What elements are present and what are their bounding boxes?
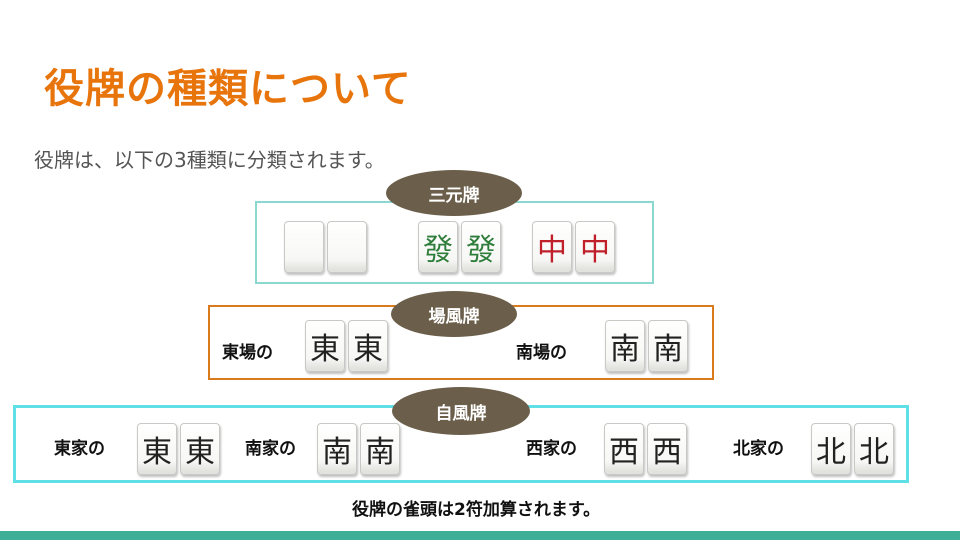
hatsu-tiles: 發 發: [418, 221, 504, 273]
jikaze-west-tiles: 西 西: [604, 423, 690, 475]
hatsu-tile: 發: [461, 221, 501, 273]
south-tile: 南: [605, 320, 645, 372]
jikaze-caption-east: 東家の: [54, 439, 105, 459]
bakaze-caption-south: 南場の: [516, 343, 567, 363]
north-tile: 北: [854, 423, 894, 475]
footer-bar: [0, 531, 960, 540]
haku-tile: [327, 221, 367, 273]
east-tile: 東: [180, 423, 220, 475]
page-title: 役牌の種類について: [44, 66, 412, 112]
bakaze-caption-east: 東場の: [222, 343, 273, 363]
south-tile: 南: [360, 423, 400, 475]
hatsu-tile: 發: [418, 221, 458, 273]
jikaze-north-tiles: 北 北: [811, 423, 897, 475]
jikaze-caption-north: 北家の: [733, 439, 784, 459]
east-tile: 東: [348, 320, 388, 372]
west-tile: 西: [604, 423, 644, 475]
chun-tile: 中: [575, 221, 615, 273]
jikaze-label: 自風牌: [392, 387, 530, 435]
jikaze-caption-west: 西家の: [526, 439, 577, 459]
west-tile: 西: [647, 423, 687, 475]
jikaze-south-tiles: 南 南: [317, 423, 403, 475]
east-tile: 東: [305, 320, 345, 372]
south-tile: 南: [317, 423, 357, 475]
jantou-note: 役牌の雀頭は2符加算されます。: [352, 500, 601, 520]
bakaze-south-tiles: 南 南: [605, 320, 691, 372]
chun-tiles: 中 中: [532, 221, 618, 273]
sangenpai-label: 三元牌: [386, 170, 522, 216]
north-tile: 北: [811, 423, 851, 475]
bakaze-east-tiles: 東 東: [305, 320, 391, 372]
page-subtitle: 役牌は、以下の3種類に分類されます。: [34, 148, 385, 172]
haku-tiles: [284, 221, 370, 273]
haku-tile: [284, 221, 324, 273]
east-tile: 東: [137, 423, 177, 475]
south-tile: 南: [648, 320, 688, 372]
bakaze-label: 場風牌: [391, 291, 517, 337]
chun-tile: 中: [532, 221, 572, 273]
jikaze-east-tiles: 東 東: [137, 423, 223, 475]
jikaze-caption-south: 南家の: [245, 439, 296, 459]
